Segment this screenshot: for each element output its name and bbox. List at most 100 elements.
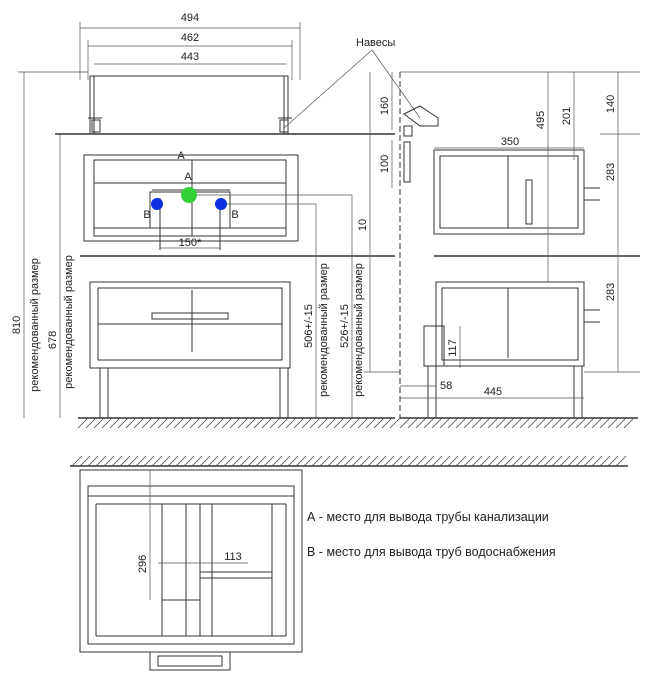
hatch-line xyxy=(511,417,523,429)
label-pipe-a: рекомендованный размер xyxy=(353,263,365,397)
front-view: 494 462 443 150* А А xyxy=(11,12,421,419)
hatch-line xyxy=(503,417,515,429)
hatch-line xyxy=(559,455,571,467)
hatch-line xyxy=(495,455,507,467)
hatch-line xyxy=(301,417,313,429)
hatch-line xyxy=(295,455,307,467)
label-recommended-size-left: рекомендованный размер xyxy=(29,258,41,392)
dim-side-283-bottom: 283 xyxy=(605,283,617,301)
hatch-line xyxy=(205,417,217,429)
hatch-line xyxy=(231,455,243,467)
hatch-line xyxy=(399,417,411,429)
dim-top-296: 296 xyxy=(137,555,149,573)
hatch-line xyxy=(373,417,385,429)
legend: А - место для вывода трубы канализации В… xyxy=(307,510,556,559)
hatch-line xyxy=(479,417,491,429)
hatch-line xyxy=(109,417,121,429)
hatch-line xyxy=(463,455,475,467)
hatch-line xyxy=(431,417,443,429)
hatch-line xyxy=(117,417,129,429)
hatch-line xyxy=(551,417,563,429)
hatch-line xyxy=(447,417,459,429)
hatch-line xyxy=(583,417,595,429)
hatch-line xyxy=(527,417,539,429)
hatch-line xyxy=(151,455,163,467)
dim-height-recommended: 678 xyxy=(47,331,59,349)
hatch-line xyxy=(599,455,611,467)
hatch-line xyxy=(583,455,595,467)
hatch-line xyxy=(575,455,587,467)
hatch-line xyxy=(133,417,145,429)
hatch-line xyxy=(503,455,515,467)
hatch-line xyxy=(239,455,251,467)
hatch-line xyxy=(511,455,523,467)
sewer-outlet-point xyxy=(181,187,197,203)
hatch-line xyxy=(471,455,483,467)
hatch-line xyxy=(615,455,627,467)
hatch-line xyxy=(189,417,201,429)
hatch-line xyxy=(439,455,451,467)
hatch-line xyxy=(487,455,499,467)
hatch-line xyxy=(87,455,99,467)
hatch-line xyxy=(431,455,443,467)
hatch-line xyxy=(543,417,555,429)
hatch-line xyxy=(333,417,345,429)
hatch-line xyxy=(165,417,177,429)
label-pipe-b: рекомендованный размер xyxy=(318,263,330,397)
hatch-line xyxy=(623,417,635,429)
label-point-b-left: В xyxy=(143,209,150,221)
dim-side-201: 201 xyxy=(561,107,573,125)
hatch-line xyxy=(245,417,257,429)
hatch-line xyxy=(381,417,393,429)
hatch-line xyxy=(447,455,459,467)
hatch-line xyxy=(327,455,339,467)
hatch-line xyxy=(343,455,355,467)
hatch-line xyxy=(197,417,209,429)
dim-side-160: 160 xyxy=(379,97,391,115)
hatch-line xyxy=(229,417,241,429)
dim-side-495: 495 xyxy=(535,111,547,129)
hatch-line xyxy=(221,417,233,429)
hatch-line xyxy=(471,417,483,429)
hatch-line xyxy=(463,417,475,429)
hatch-line xyxy=(309,417,321,429)
hatch-line xyxy=(527,455,539,467)
legend-b: В - место для вывода труб водоснабжения xyxy=(307,545,556,559)
hatch-line xyxy=(519,455,531,467)
hatch-line xyxy=(287,455,299,467)
hatch-line xyxy=(79,455,91,467)
hatch-line xyxy=(415,417,427,429)
label-recommended-size-left-2: рекомендованный размер xyxy=(63,255,75,389)
hatch-line xyxy=(101,417,113,429)
hatch-line xyxy=(407,455,419,467)
dim-offset-10: 10 xyxy=(357,219,369,231)
hatch-line xyxy=(567,455,579,467)
hatch-line xyxy=(119,455,131,467)
hatch-line xyxy=(183,455,195,467)
dim-pipe-a-height: 526+/-15 xyxy=(339,304,351,348)
hatch-line xyxy=(303,455,315,467)
hatch-line xyxy=(423,455,435,467)
hatch-line xyxy=(311,455,323,467)
hatch-line xyxy=(103,455,115,467)
hatch-line xyxy=(215,455,227,467)
hatch-line xyxy=(375,455,387,467)
dim-side-100: 100 xyxy=(379,155,391,173)
hatch-line xyxy=(95,455,107,467)
dim-pipe-spacing: 150* xyxy=(179,237,202,249)
side-view: 160 100 350 495 201 140 283 283 xyxy=(379,71,640,419)
hatch-line xyxy=(135,455,147,467)
hatch-line xyxy=(399,455,411,467)
hatch-line xyxy=(335,455,347,467)
hatch-line xyxy=(407,417,419,429)
hatch-line xyxy=(325,417,337,429)
dim-width-outer: 494 xyxy=(181,12,199,24)
hatch-line xyxy=(439,417,451,429)
hatch-line xyxy=(71,455,83,467)
legend-a: А - место для вывода трубы канализации xyxy=(307,510,549,524)
hatch-line xyxy=(269,417,281,429)
hatch-line xyxy=(175,455,187,467)
hatch-line xyxy=(535,417,547,429)
hatch-line xyxy=(543,455,555,467)
